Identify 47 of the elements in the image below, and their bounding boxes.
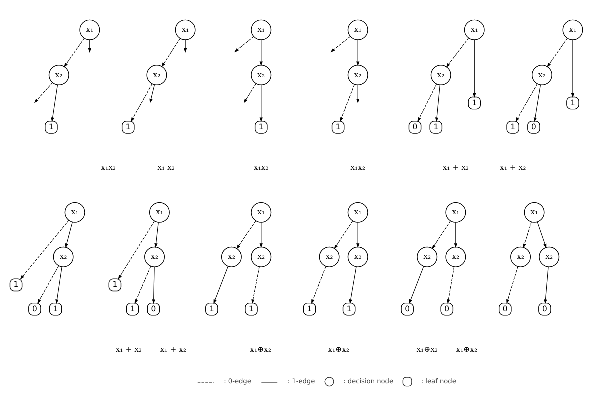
arrow — [65, 222, 73, 248]
arrow — [432, 220, 451, 250]
arrow — [506, 266, 518, 304]
arrow — [150, 84, 156, 104]
arrow — [334, 220, 354, 250]
arrow — [534, 84, 541, 122]
arrow — [435, 84, 440, 122]
arrow — [446, 38, 470, 68]
arrow — [214, 266, 229, 304]
arrow — [260, 84, 263, 122]
arrow — [244, 84, 257, 104]
arrow — [312, 266, 326, 304]
arrow — [537, 222, 547, 248]
arrow — [152, 266, 156, 304]
arrow — [340, 84, 355, 122]
arrow — [260, 40, 263, 66]
arrow — [409, 266, 424, 304]
arrow — [234, 36, 254, 53]
arrow — [20, 220, 70, 280]
arrow — [252, 266, 260, 304]
arrow — [454, 222, 458, 248]
arrow — [571, 40, 575, 98]
arrow — [154, 222, 159, 248]
arrow — [51, 84, 58, 122]
arrow — [473, 40, 476, 98]
arrow — [131, 84, 153, 122]
arrow — [38, 266, 60, 304]
arrow — [236, 220, 256, 250]
arrow — [356, 84, 360, 104]
arrow — [260, 222, 263, 248]
arrow — [162, 38, 181, 68]
arrow — [516, 84, 538, 122]
arrow — [118, 220, 155, 280]
arrow — [356, 40, 360, 66]
arrow — [56, 266, 62, 304]
arrow — [330, 36, 351, 53]
arrow — [64, 38, 85, 68]
arrow — [523, 222, 532, 248]
arrow — [134, 266, 152, 304]
arrow — [34, 82, 54, 104]
arrow — [184, 40, 188, 53]
arrow — [418, 84, 438, 122]
arrow — [547, 38, 568, 68]
arrow — [349, 266, 357, 304]
arrow — [544, 266, 549, 304]
arrow — [356, 222, 360, 248]
arrow — [447, 266, 455, 304]
